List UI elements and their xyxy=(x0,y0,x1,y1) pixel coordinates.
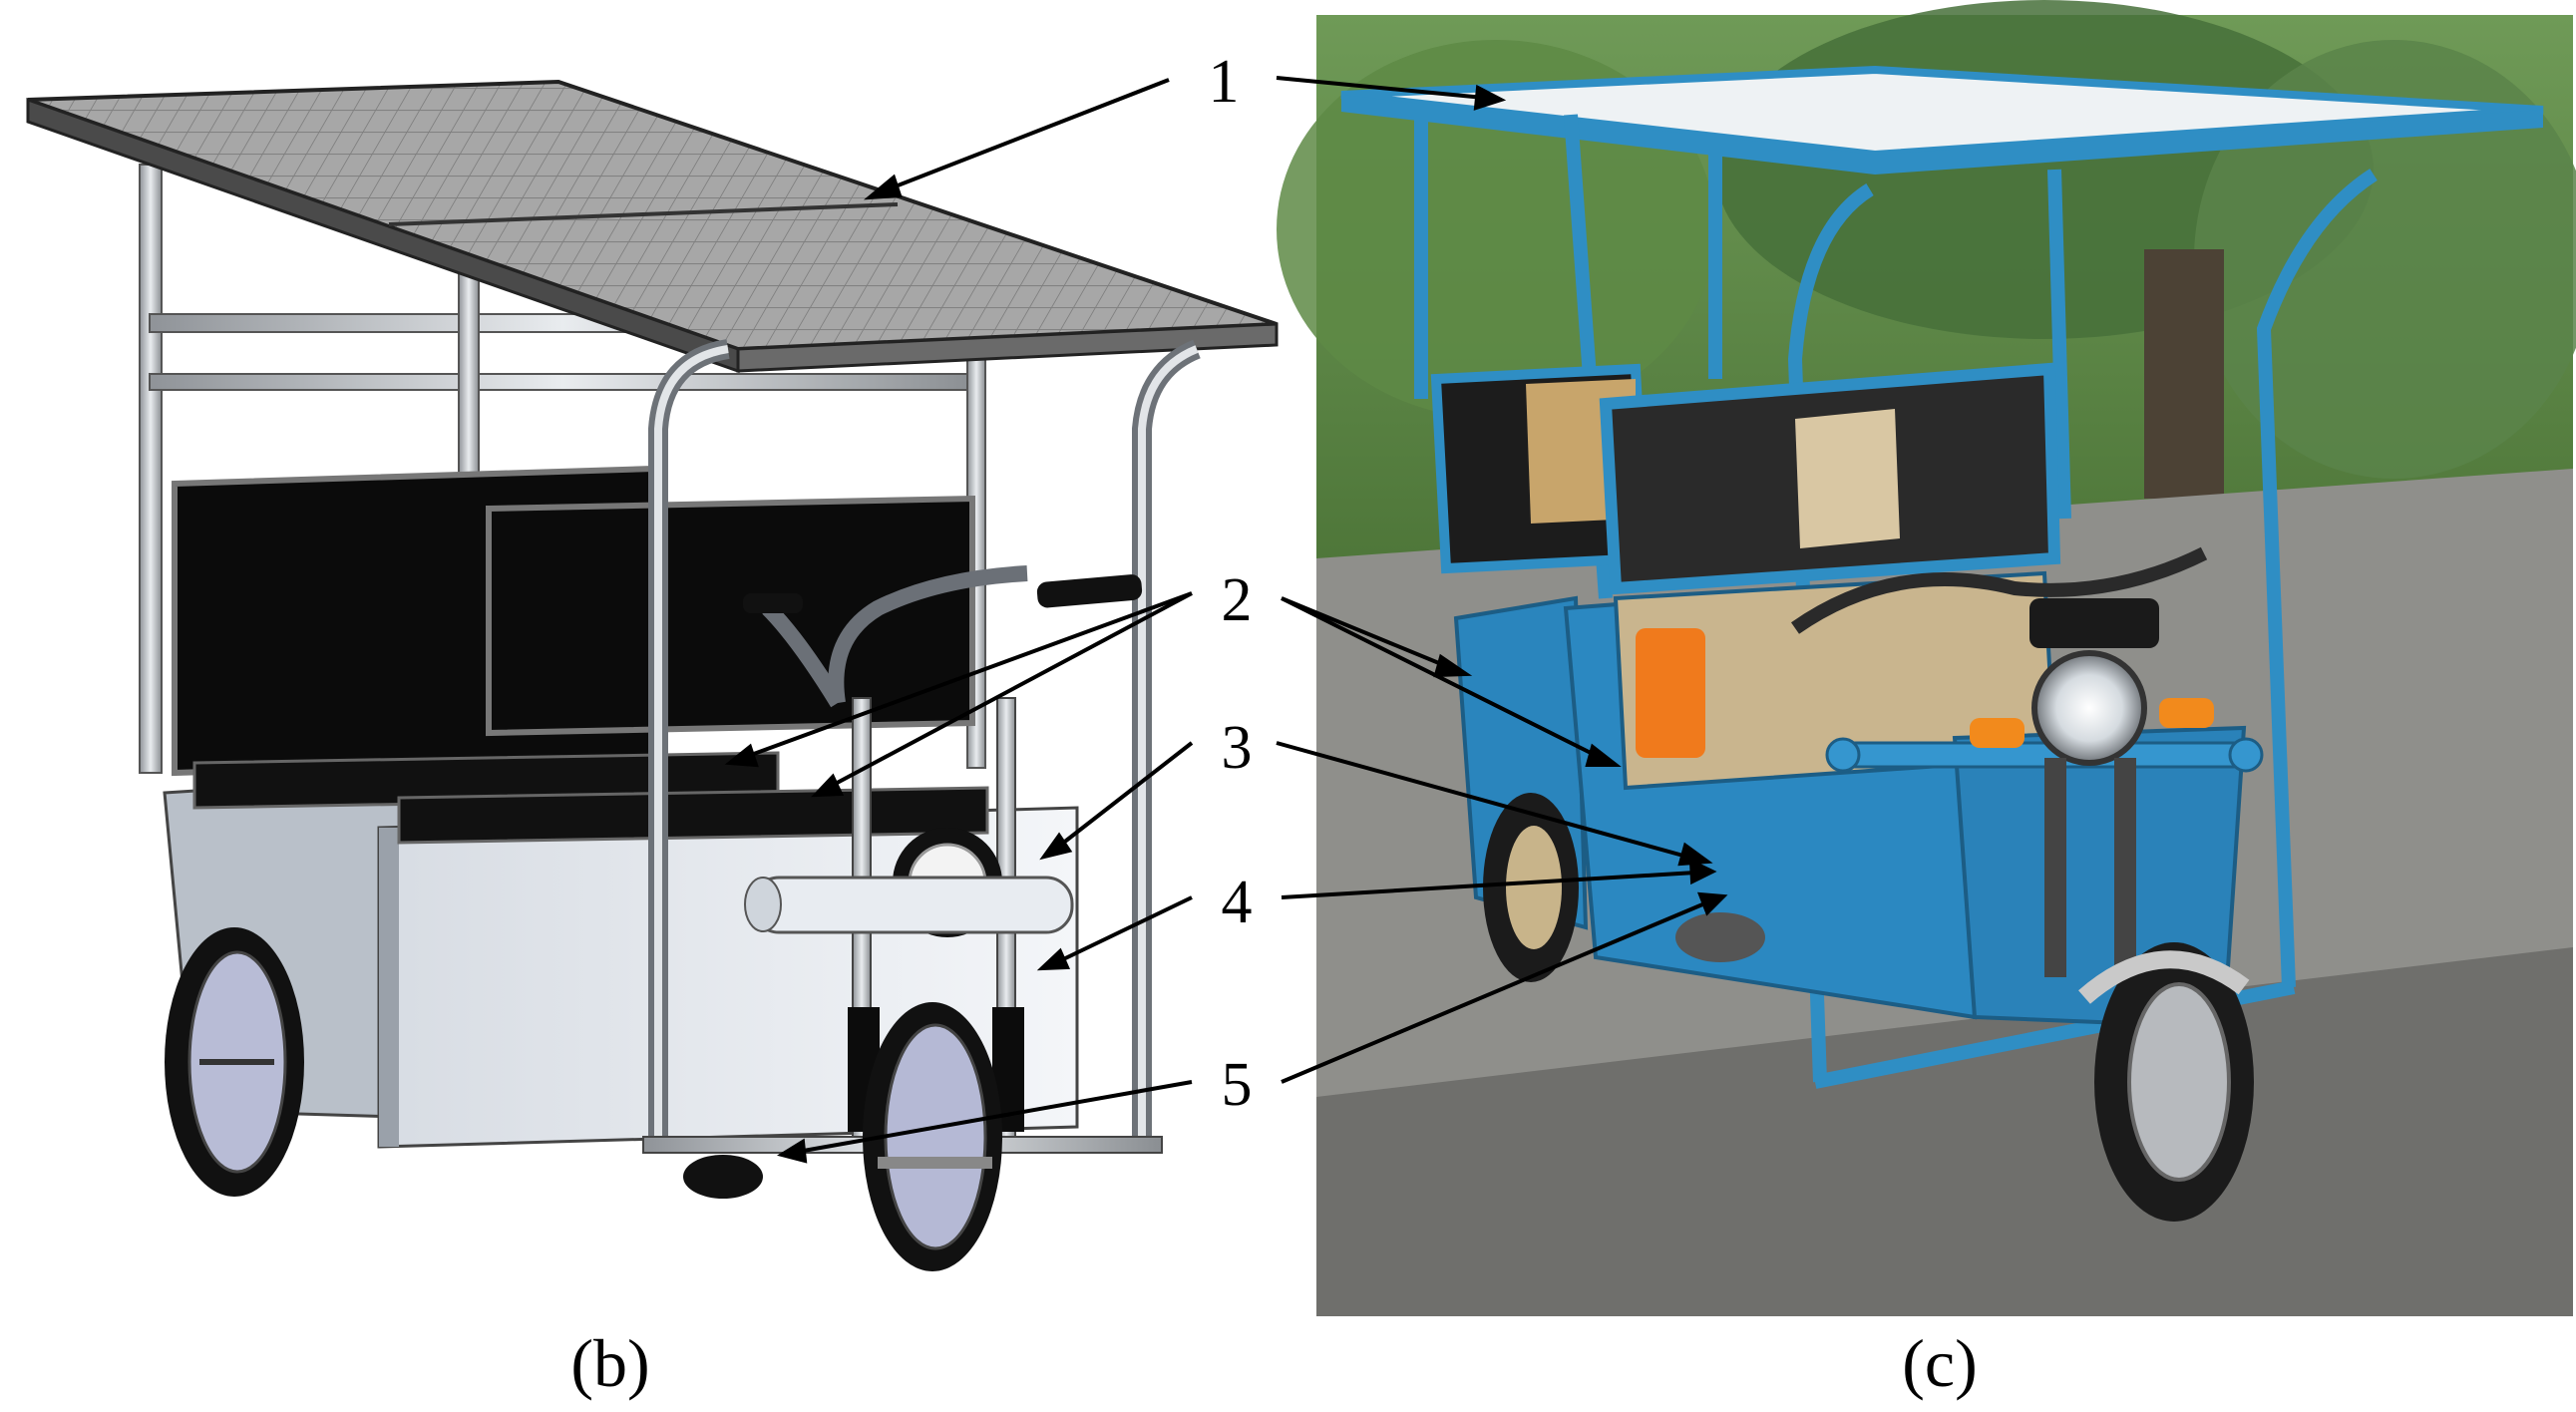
front-frame xyxy=(642,339,1202,1154)
cad-front-wheel xyxy=(863,1002,1002,1271)
callout-1: 1 xyxy=(1209,48,1240,116)
cad-model-panel xyxy=(26,79,1279,1271)
photo-solar-roof xyxy=(1340,65,2544,175)
cad-motor xyxy=(683,1155,763,1199)
leader-lines xyxy=(724,76,1728,1164)
photo-motor xyxy=(1675,912,1765,962)
callout-4: 4 xyxy=(1222,869,1253,936)
caption-right: (c) xyxy=(1902,1325,1977,1401)
callout-5: 5 xyxy=(1222,1051,1253,1119)
photo-rear-wheel xyxy=(1483,793,1579,982)
photo-front-wheel xyxy=(2078,942,2254,1222)
solar-roof-panel xyxy=(26,79,1279,374)
callout-2: 2 xyxy=(1222,566,1253,634)
callout-labels: 1 2 3 4 5 xyxy=(1209,48,1253,1119)
photo-seat-backs xyxy=(1430,362,2061,595)
photo-panel xyxy=(1277,0,2576,1316)
seat-backs xyxy=(172,465,975,777)
photo-handlebar xyxy=(1790,546,2214,977)
caption-left: (b) xyxy=(570,1325,649,1401)
cad-headlamp xyxy=(744,828,1074,937)
callout-3: 3 xyxy=(1222,714,1253,782)
cad-rear-wheel xyxy=(165,927,304,1197)
